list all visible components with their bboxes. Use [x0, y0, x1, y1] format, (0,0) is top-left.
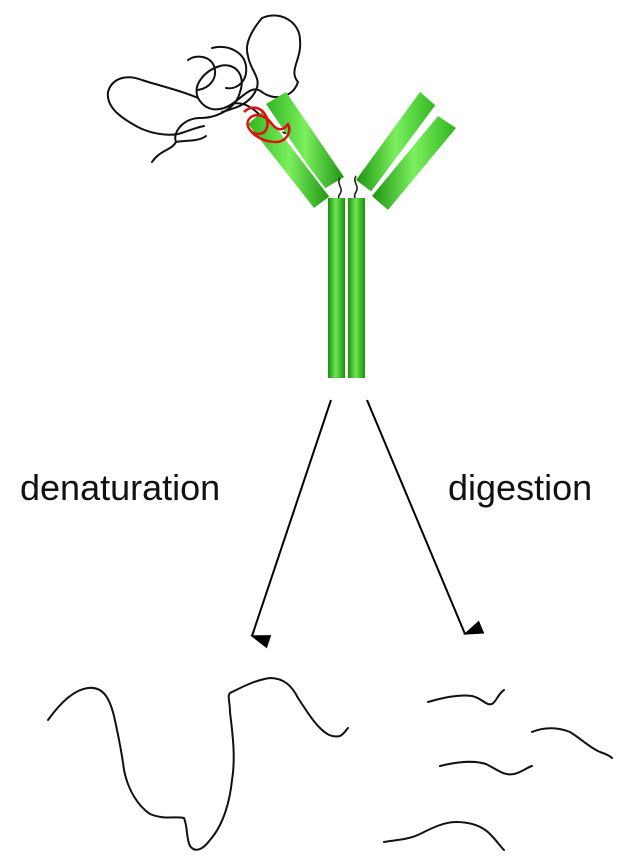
denatured-protein-chain — [48, 678, 348, 850]
fc-stem — [328, 198, 365, 378]
denaturation-label: denaturation — [20, 467, 220, 508]
digested-peptide-fragments — [384, 690, 612, 850]
peptide-fragment — [532, 728, 612, 758]
right-fab-arm — [356, 92, 456, 210]
peptide-fragment — [384, 822, 504, 850]
digestion-arrow — [367, 400, 465, 634]
peptide-fragment — [428, 690, 504, 704]
digestion-label: digestion — [448, 467, 592, 508]
peptide-fragment — [440, 762, 532, 775]
denaturation-arrow — [252, 400, 331, 636]
left-fab-arm — [248, 92, 344, 208]
